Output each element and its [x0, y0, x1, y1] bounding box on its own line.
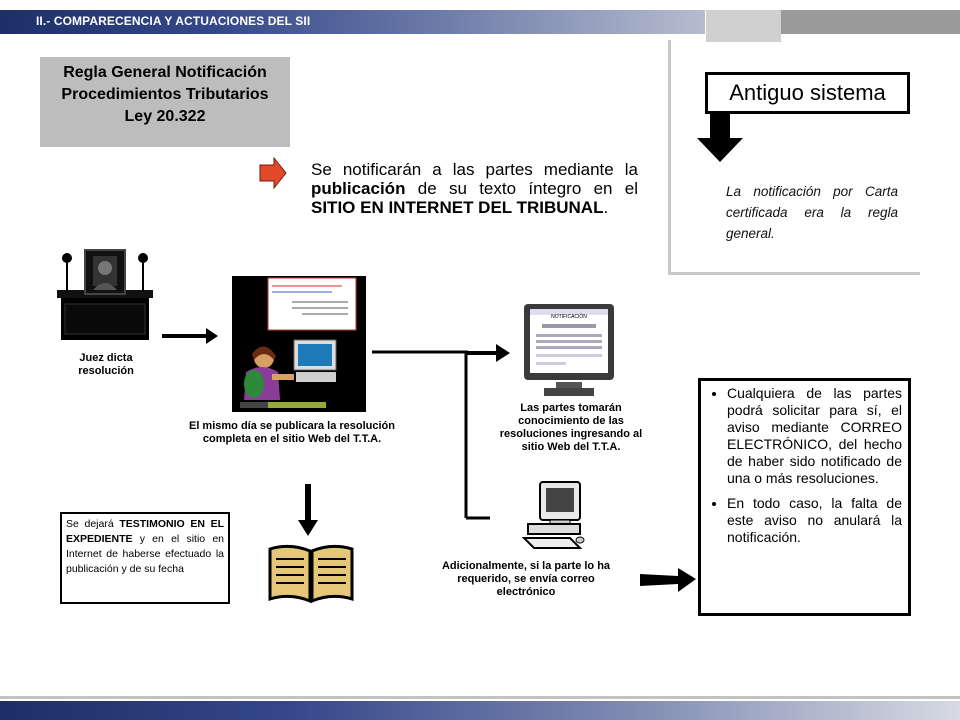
header-grey-strip	[781, 10, 960, 34]
bullets-box: Cualquiera de las partes podrá solicitar…	[698, 378, 911, 616]
antiguo-sistema-box: Antiguo sistema	[705, 72, 910, 114]
statement-text-3: .	[603, 198, 609, 217]
bullet-falta-aviso: En todo caso, la falta de este aviso no …	[727, 495, 902, 546]
regla-line-3: Ley 20.322	[124, 108, 206, 125]
header-title: II.- COMPARECENCIA Y ACTUACIONES DEL SII	[36, 14, 311, 28]
notification-statement: Se notificarán a las partes mediante la …	[311, 160, 638, 217]
statement-bold-2: SITIO EN INTERNET DEL TRIBUNAL	[311, 198, 604, 217]
right-arrow-monitor-icon	[466, 344, 510, 362]
testimonio-box: Se dejará TESTIMONIO EN EL EXPEDIENTE y …	[60, 512, 230, 604]
judge-icon	[57, 249, 153, 340]
monitor-notificacion-icon: NOTIFICACIÓN	[524, 304, 614, 396]
footer-line	[0, 696, 960, 699]
down-arrow-icon	[697, 114, 743, 162]
header-gradient	[0, 10, 705, 34]
bullet-correo: Cualquiera de las partes podrá solicitar…	[727, 385, 902, 487]
statement-text-1: Se notificarán a las partes mediante la	[311, 160, 638, 179]
monitor-notificacion-label: NOTIFICACIÓN	[551, 313, 587, 320]
red-arrow-icon	[259, 156, 287, 190]
web-publication-illustration	[232, 276, 366, 412]
regla-line-2: Procedimientos Tributarios	[61, 86, 269, 103]
publicara-caption: El mismo día se publicara la resolución …	[188, 420, 395, 445]
right-frame-horizontal	[668, 272, 920, 275]
footer-gradient	[0, 701, 960, 720]
bullets-list: Cualquiera de las partes podrá solicitar…	[709, 385, 902, 546]
testimonio-text-1: Se dejará	[66, 518, 120, 530]
bullet-correo-text-1: Cualquiera de las partes podrá solicitar…	[727, 385, 902, 435]
regla-line-1: Regla General Notificación	[63, 64, 267, 81]
bullet-correo-text-2: , del hecho de haber sido notificado de …	[727, 436, 902, 486]
testimonio-text-2: y en el sitio en Internet de haberse efe…	[66, 533, 224, 575]
antiguo-note: La notificación por Carta certificada er…	[726, 184, 898, 241]
correo-caption: Adicionalmente, si la parte lo ha requer…	[441, 560, 611, 598]
testimonio-bold: TESTIMONIO EN EL EXPEDIENTE	[66, 518, 224, 545]
header-bar: II.- COMPARECENCIA Y ACTUACIONES DEL SII	[0, 0, 960, 42]
juez-caption: Juez dicta resolución	[78, 352, 134, 377]
statement-bold-1: publicación	[311, 179, 406, 198]
thick-right-arrow-icon	[640, 568, 696, 592]
branch-connector	[372, 350, 490, 520]
header-grey-block	[706, 10, 781, 42]
partes-caption: Las partes tomarán conocimiento de las r…	[499, 402, 643, 453]
open-book-icon	[268, 544, 354, 604]
down-arrow-book-icon	[298, 484, 318, 536]
statement-text-2: de su texto íntegro en el	[405, 179, 638, 198]
footer-bar	[0, 696, 960, 720]
bullet-correo-bold: CORREO ELECTRÓNICO	[727, 419, 902, 452]
computer-email-icon	[521, 481, 585, 549]
right-frame-vertical	[668, 40, 671, 275]
regla-general-box: Regla General Notificación Procedimiento…	[40, 57, 290, 147]
right-arrow-icon	[162, 328, 218, 344]
